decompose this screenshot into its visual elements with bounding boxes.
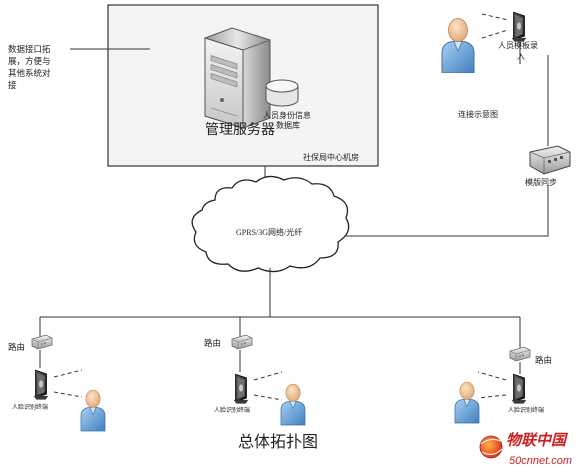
watermark-site: 50cnnet.com xyxy=(509,455,572,467)
template-entry-line2: 入 xyxy=(517,52,525,61)
terminal-icon xyxy=(511,11,527,42)
person-icon xyxy=(80,389,106,432)
terminal-icon xyxy=(33,369,49,400)
router-mid-label: 路由 xyxy=(204,338,221,348)
person-icon xyxy=(441,18,475,73)
api-note-line3: 其他系统对 xyxy=(8,68,51,78)
router-icon xyxy=(231,334,253,350)
router-left-label: 路由 xyxy=(8,342,25,352)
server-icon xyxy=(204,27,271,129)
api-note-line4: 接 xyxy=(8,80,17,90)
router-icon xyxy=(509,346,531,362)
person-icon xyxy=(280,383,306,426)
template-sync-label: 模版同步 xyxy=(525,177,557,187)
watermark-brand: 物联中国 xyxy=(506,432,569,449)
terminal-right-label: 人脸识别终端 xyxy=(508,406,544,414)
network-cloud-icon xyxy=(191,175,350,273)
center-room-label: 社保局中心机房 xyxy=(303,152,359,162)
link-sync-cloud xyxy=(340,185,549,237)
terminal-icon xyxy=(511,373,527,404)
diagram-title: 总体拓扑图 xyxy=(238,433,318,451)
watermark-logo: 物联中国 50cnnet.com xyxy=(479,432,572,467)
connection-diagram-label: 连接示意图 xyxy=(458,109,498,119)
router-icon xyxy=(31,334,53,350)
terminal-left-label: 人脸识别终端 xyxy=(12,403,48,411)
person-icon xyxy=(454,381,480,424)
template-entry-line1: 人员模板录 xyxy=(498,40,538,50)
db-label-line1: 人员身份信息 xyxy=(263,110,311,120)
api-note-line2: 展，方便与 xyxy=(8,56,51,66)
terminal-mid-label: 人脸识别终端 xyxy=(214,406,250,414)
api-note-line1: 数据接口拓 xyxy=(8,44,51,54)
database-icon xyxy=(265,79,299,107)
network-cloud-label: GPRS/3G网络/光纤 xyxy=(236,227,302,237)
server-title: 管理服务器 xyxy=(205,122,275,138)
db-label-line2: 数据库 xyxy=(276,120,300,130)
sync-device-icon xyxy=(529,145,571,175)
router-right-label: 路由 xyxy=(535,355,552,365)
terminal-icon xyxy=(233,373,249,404)
